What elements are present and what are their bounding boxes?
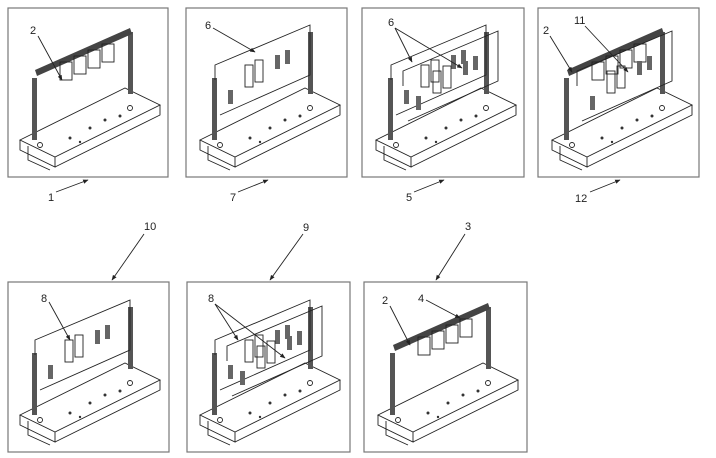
callout-label: 2 bbox=[543, 25, 549, 37]
panel-10: 8 10 bbox=[7, 221, 170, 453]
panel-5: 6 5 bbox=[361, 7, 525, 204]
view-label: 10 bbox=[144, 221, 156, 233]
callout-label: 2 bbox=[30, 25, 36, 37]
callout-label: 2 bbox=[382, 295, 388, 307]
callout-label: 6 bbox=[388, 17, 394, 29]
view-label: 9 bbox=[303, 222, 309, 234]
view-label: 3 bbox=[465, 221, 471, 233]
panel-1: 2 1 bbox=[7, 7, 169, 204]
panel-12: 2 11 12 bbox=[537, 7, 700, 205]
callout-label: 8 bbox=[41, 293, 47, 305]
view-label: 7 bbox=[230, 192, 236, 204]
callout-label: 8 bbox=[208, 293, 214, 305]
view-label: 12 bbox=[575, 193, 587, 205]
callout-label: 4 bbox=[418, 293, 424, 305]
view-label: 5 bbox=[406, 192, 412, 204]
panel-9: 8 9 bbox=[186, 222, 351, 453]
callout-label: 11 bbox=[574, 15, 585, 27]
callout-label: 6 bbox=[205, 20, 211, 32]
view-label: 1 bbox=[48, 192, 54, 204]
panel-7: 6 7 bbox=[185, 7, 348, 204]
panel-3: 2 4 3 bbox=[363, 221, 528, 453]
